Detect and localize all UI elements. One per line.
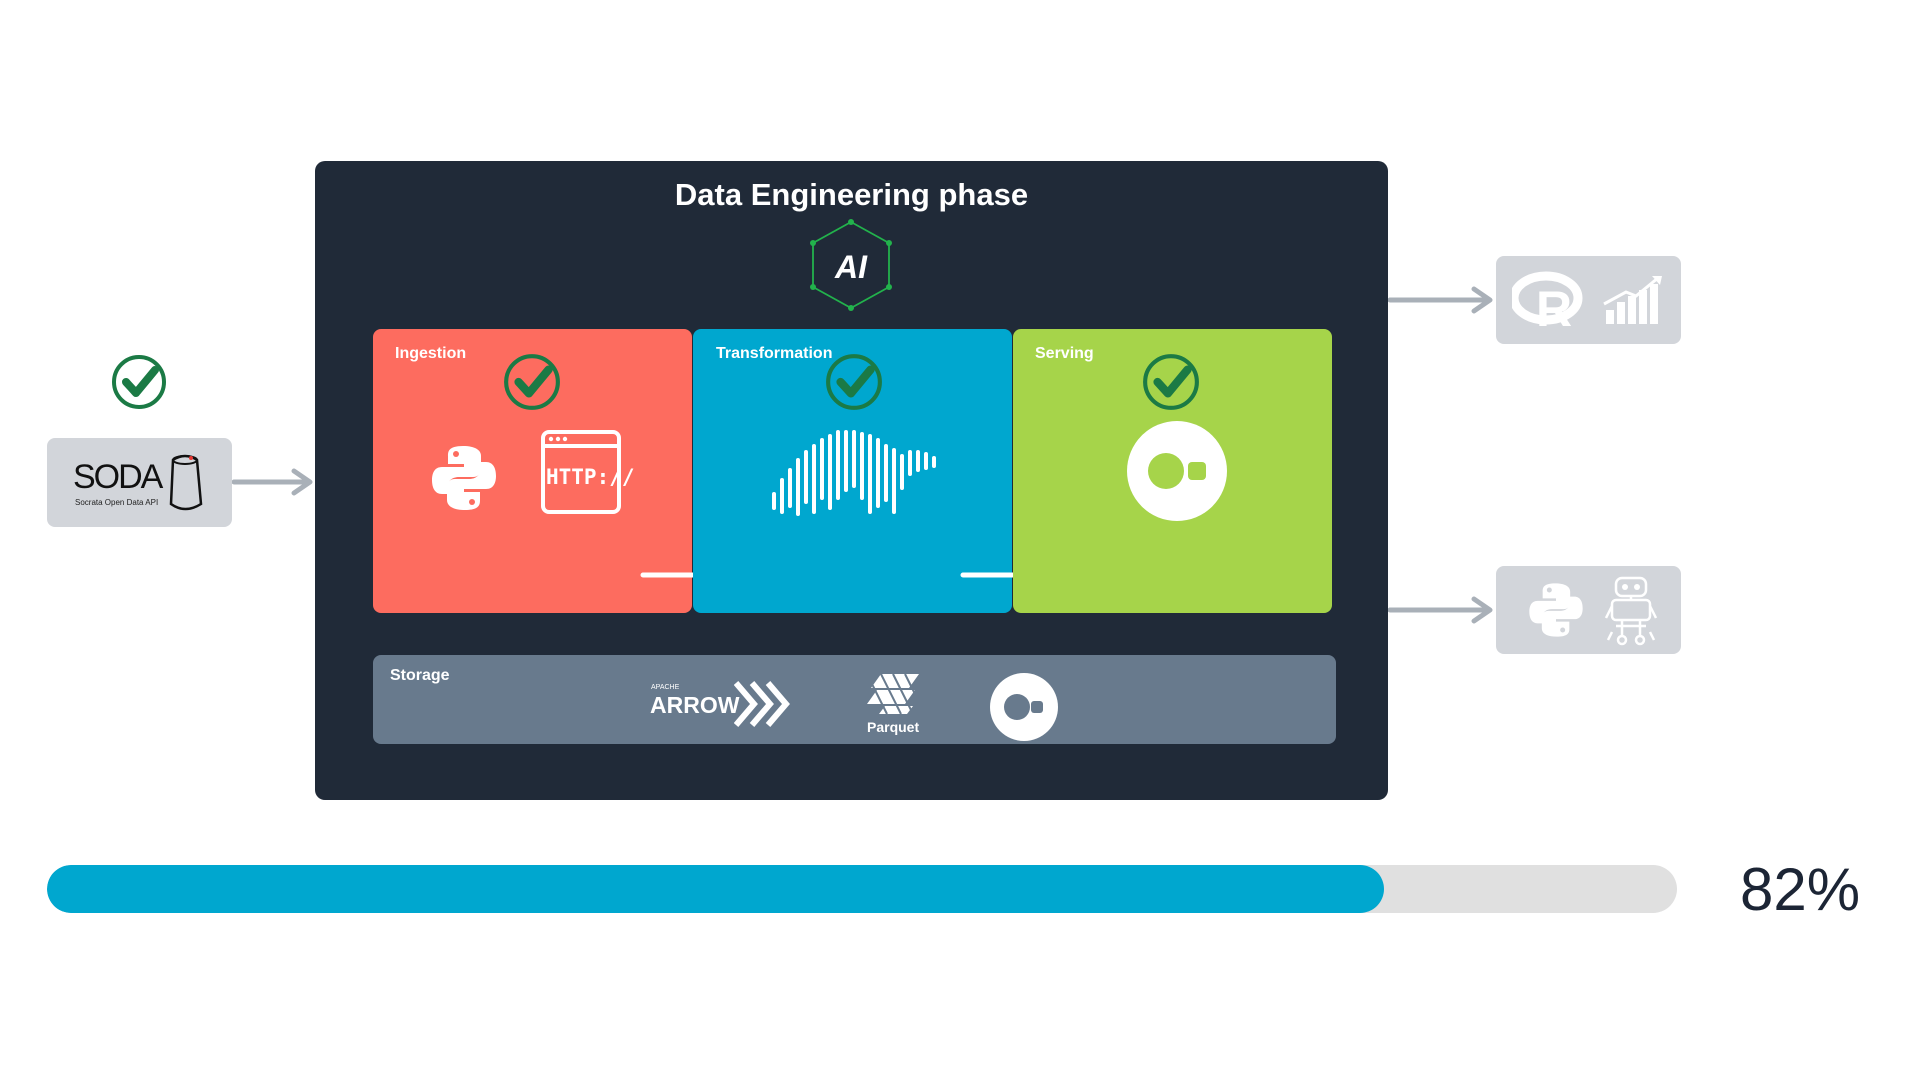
output-python-icon: [1526, 580, 1586, 645]
storage-panel: [373, 655, 1336, 744]
r-logo-icon: R: [1509, 270, 1584, 337]
parquet-text: Parquet: [867, 719, 920, 735]
storage-label: Storage: [390, 667, 450, 684]
soda-logo-subtext: Socrata Open Data API: [75, 498, 159, 507]
soda-logo-text: SODA: [73, 458, 163, 496]
output-tile-r-analytics: R: [1496, 256, 1681, 344]
polars-bear-icon: [770, 428, 945, 521]
progress-bar-fill: [47, 865, 1384, 913]
ai-badge-text: AI: [834, 249, 868, 285]
serving-check-icon: [1141, 352, 1201, 417]
output-tile-python-ml: [1496, 566, 1681, 654]
progress-bar: [47, 865, 1677, 913]
arrow-apache-small-text: APACHE: [651, 684, 680, 691]
python-icon: [428, 442, 500, 519]
bar-chart-icon: [1602, 274, 1664, 331]
stage-transformation-label: Transformation: [716, 345, 833, 362]
source-check-icon: [110, 353, 168, 411]
soda-source-tile: SODA Socrata Open Data API: [47, 438, 232, 527]
stage-ingestion: [373, 329, 692, 613]
arrow-text: ARROW: [650, 692, 740, 718]
source-connector-arrow: [231, 467, 316, 502]
soda-can-icon: [167, 452, 203, 519]
output-connector-arrow-top: [1387, 285, 1496, 320]
storage-duckdb-icon: [989, 672, 1059, 747]
svg-text:R: R: [1536, 281, 1572, 330]
stage-ingestion-label: Ingestion: [395, 345, 467, 362]
http-browser-icon: HTTP://: [540, 429, 636, 520]
duckdb-icon: [1126, 420, 1228, 527]
ai-hexagon-icon: AI: [808, 218, 894, 317]
stage-serving-label: Serving: [1035, 345, 1094, 362]
robot-icon: [1604, 574, 1658, 653]
apache-arrow-icon: APACHE ARROW: [650, 677, 800, 729]
http-text: HTTP://: [546, 465, 635, 489]
ingestion-check-icon: [502, 352, 562, 417]
progress-percentage: 82%: [1740, 856, 1861, 923]
phase-title: Data Engineering phase: [674, 177, 1029, 212]
transformation-check-icon: [824, 352, 884, 417]
parquet-icon: Parquet: [862, 672, 928, 738]
output-connector-arrow-bottom: [1387, 595, 1496, 630]
